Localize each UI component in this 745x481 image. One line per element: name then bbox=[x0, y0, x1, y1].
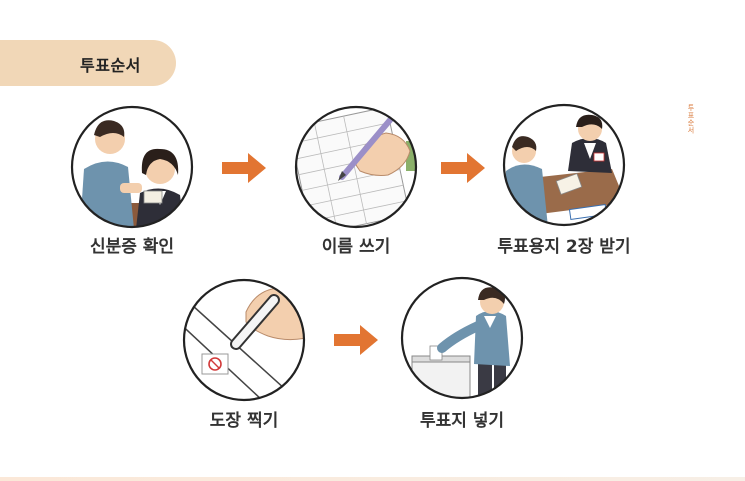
step-label: 도장 찍기 bbox=[209, 411, 279, 431]
step-id-check-image bbox=[70, 105, 194, 229]
step-label: 투표지 넣기 bbox=[419, 411, 505, 431]
step-label: 투표용지 2장 받기 bbox=[497, 237, 631, 257]
side-index-label: 투표순서 bbox=[687, 104, 695, 134]
step-receive-ballots-image bbox=[502, 103, 626, 227]
step-stamp-image bbox=[182, 278, 306, 402]
footer-divider bbox=[0, 477, 745, 481]
id-check-icon bbox=[70, 105, 194, 229]
receive-ballots-icon bbox=[502, 103, 626, 227]
step-label: 이름 쓰기 bbox=[321, 237, 391, 257]
section-title-tab: 투표순서 bbox=[0, 40, 176, 86]
step-label: 신분증 확인 bbox=[89, 237, 175, 257]
step-write-name-image bbox=[294, 105, 418, 229]
arrow-right-icon bbox=[222, 153, 266, 187]
step-ballot-box-image bbox=[400, 276, 524, 400]
section-title: 투표순서 bbox=[80, 56, 141, 75]
arrow-right-icon bbox=[441, 153, 485, 187]
arrow-right-icon bbox=[334, 325, 378, 359]
stamping-icon bbox=[182, 278, 306, 402]
writing-name-icon bbox=[294, 105, 418, 229]
ballot-box-icon bbox=[400, 276, 524, 400]
